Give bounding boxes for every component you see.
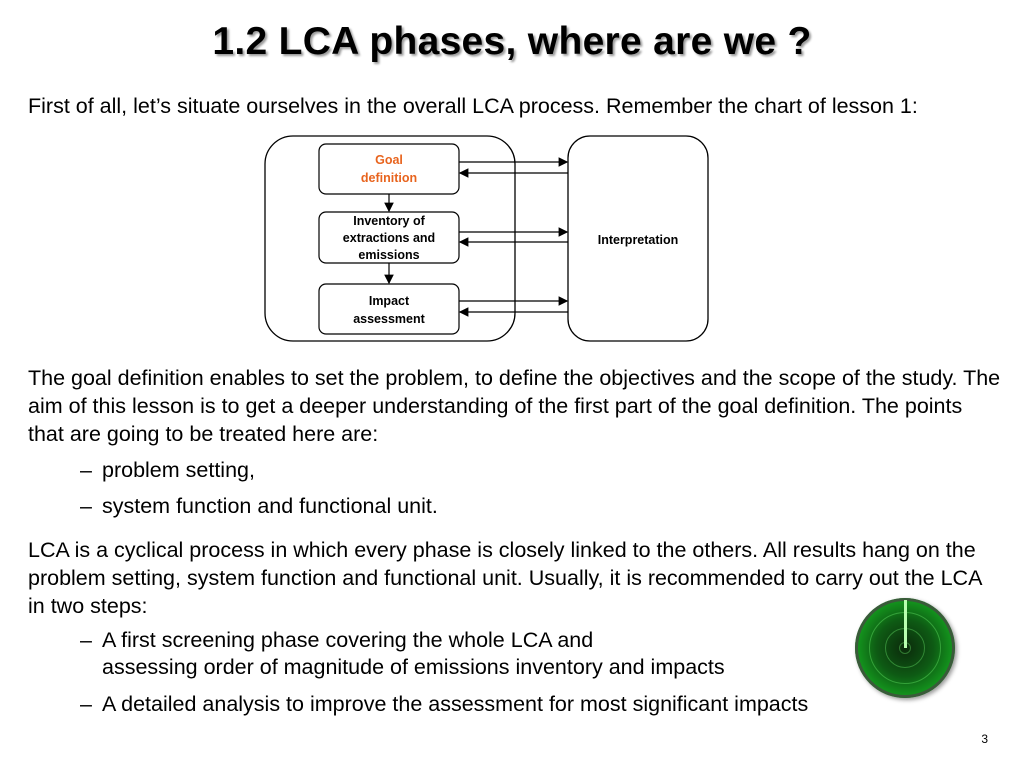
impact-label-line2: assessment: [353, 312, 425, 326]
inventory-label-line3: emissions: [358, 248, 419, 262]
bullet-text: A first screening phase covering the who…: [102, 628, 594, 652]
intro-paragraph: First of all, let’s situate ourselves in…: [28, 94, 918, 118]
page-number: 3: [981, 732, 988, 746]
bullet-text: system function and functional unit.: [102, 494, 438, 518]
goal-definition-box: [318, 143, 460, 195]
inventory-label-line1: Inventory of: [353, 214, 425, 228]
bullet-text-continued: assessing order of magnitude of emission…: [102, 655, 725, 679]
bullet-text: problem setting,: [102, 458, 255, 482]
bullet-dash: –: [80, 458, 92, 482]
radar-icon: [855, 598, 955, 698]
impact-label-line1: Impact: [369, 294, 410, 308]
impact-assessment-box: [318, 283, 460, 335]
lca-phases-diagram: Interpretation Goal definition Inventory…: [264, 135, 709, 342]
slide-title: 1.2 LCA phases, where are we ?: [212, 20, 812, 63]
cycle-paragraph: LCA is a cyclical process in which every…: [28, 538, 982, 618]
bullet-dash: –: [80, 628, 92, 652]
goal-label-line1: Goal: [375, 153, 403, 167]
bullet-dash: –: [80, 692, 92, 716]
bullet-dash: –: [80, 494, 92, 518]
interpretation-box: [567, 135, 709, 342]
goal-label-line2: definition: [361, 171, 417, 185]
interpretation-label: Interpretation: [598, 233, 679, 247]
goal-definition-paragraph: The goal definition enables to set the p…: [28, 366, 1001, 446]
inventory-label-line2: extractions and: [343, 231, 435, 245]
bullet-text: A detailed analysis to improve the asses…: [102, 692, 809, 716]
